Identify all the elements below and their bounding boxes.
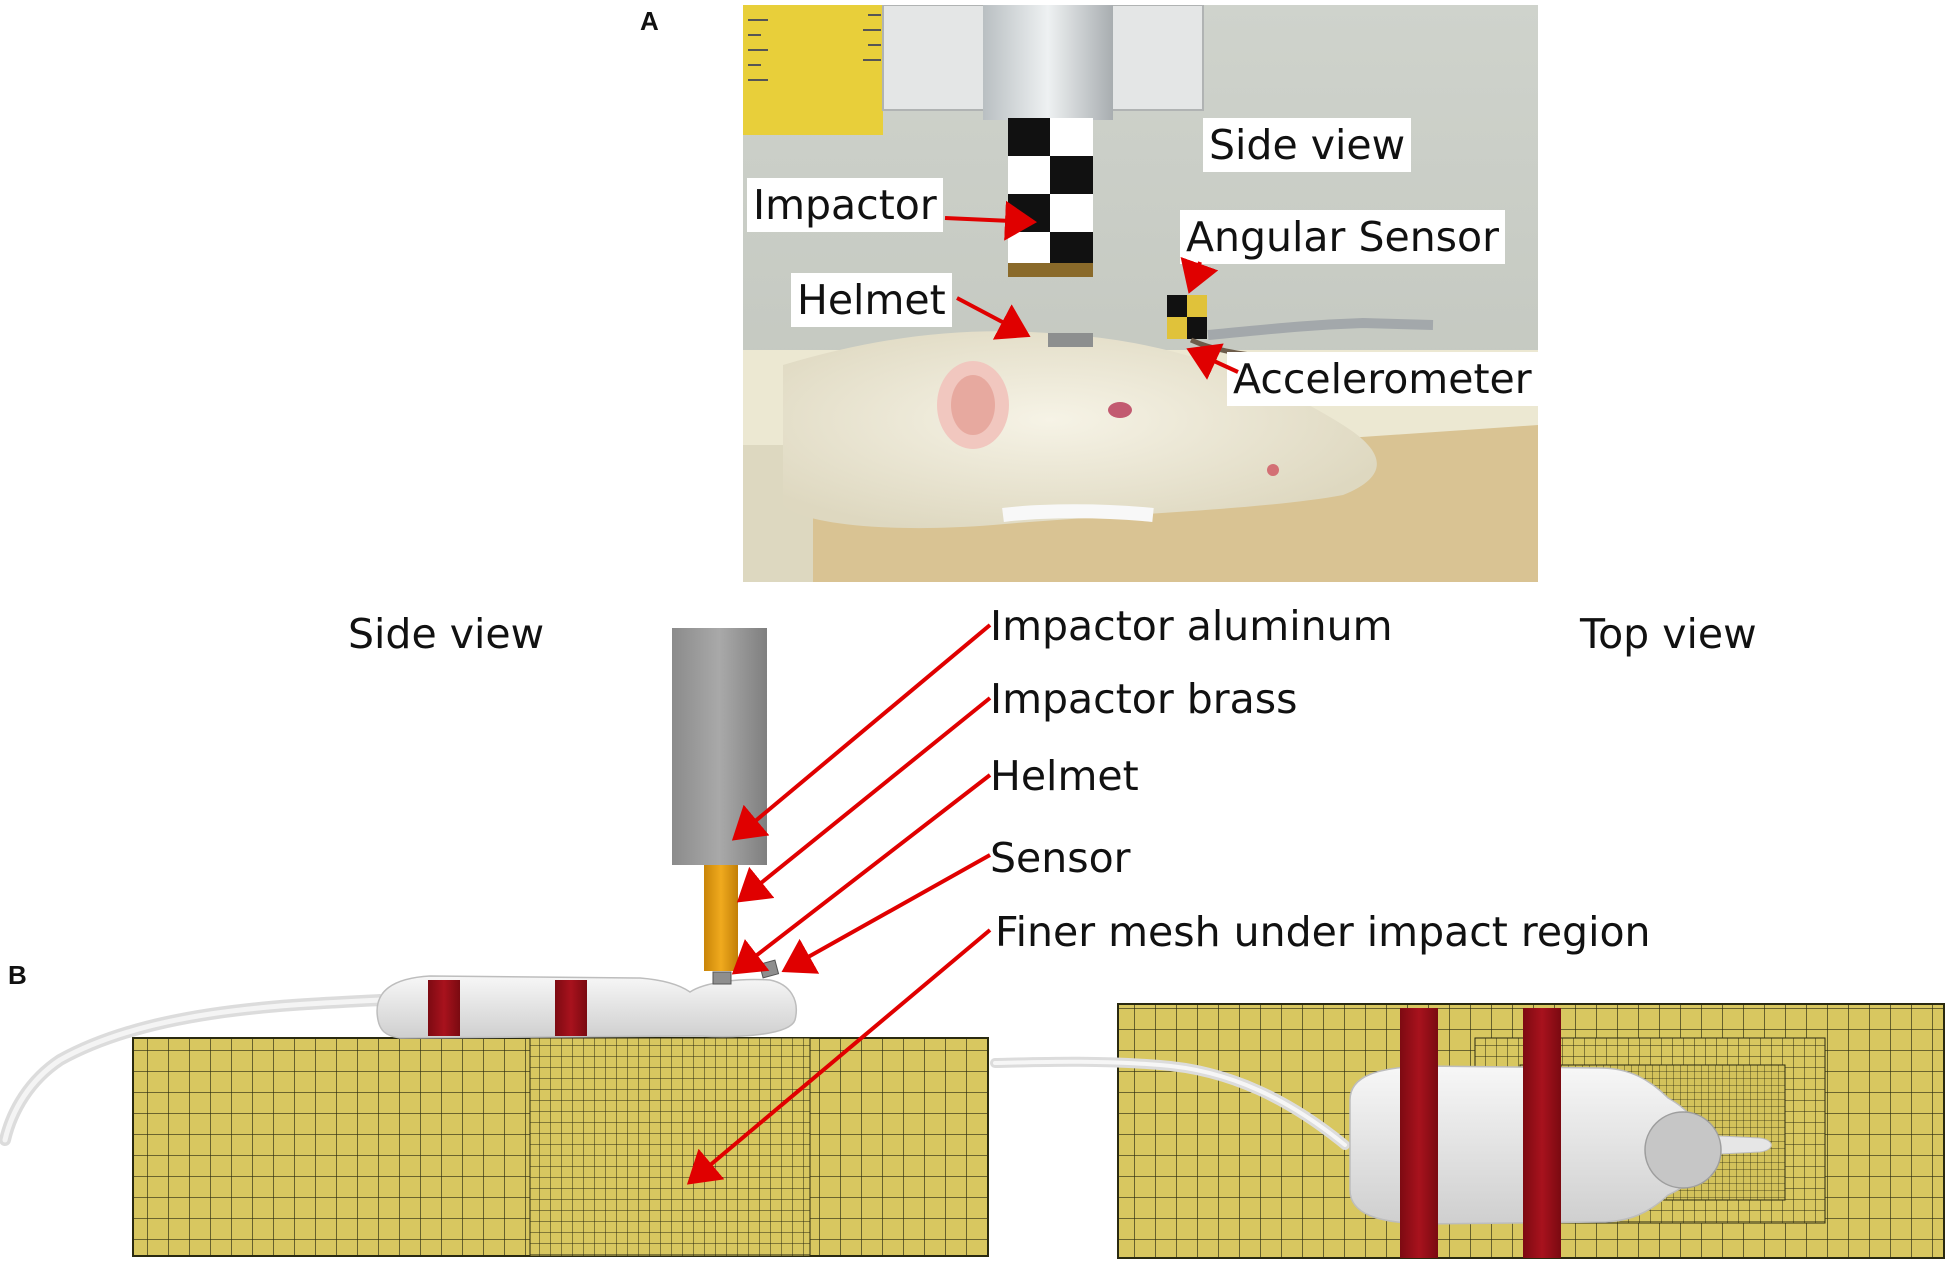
panel-a-letter: A <box>640 6 659 36</box>
side-sensor <box>758 959 780 979</box>
side-view-title: Side view <box>348 610 545 658</box>
angular-sensor-shape <box>1167 295 1207 339</box>
helmet-label: Helmet <box>990 752 1139 800</box>
ruler-shape <box>743 5 883 135</box>
angular-sensor-label: Angular Sensor <box>1180 210 1505 264</box>
top-rat-body <box>1349 1008 1772 1258</box>
top-view-title: Top view <box>1580 610 1757 658</box>
sensor-label: Sensor <box>990 834 1131 882</box>
arrow-helmet <box>731 773 992 975</box>
impactor-aluminum-label: Impactor aluminum <box>990 602 1393 650</box>
side-helmet <box>712 971 732 985</box>
side-mesh-block <box>132 1037 989 1257</box>
accelerometer-label: Accelerometer <box>1227 352 1538 406</box>
helmet-shape <box>1048 333 1093 347</box>
arrow-photo-angular-sensor <box>1180 256 1219 294</box>
photo-helmet-label: Helmet <box>791 273 952 327</box>
arrow-impactor-aluminum <box>731 623 992 841</box>
arrow-photo-impactor <box>944 200 1037 241</box>
photo-side-view-label: Side view <box>1203 118 1412 172</box>
arrow-sensor <box>781 853 991 974</box>
side-impactor-aluminum <box>672 628 767 865</box>
arrow-finer-mesh <box>686 928 992 1185</box>
callout-arrows <box>686 200 1239 1185</box>
side-rat-body <box>376 975 797 1039</box>
impactor-checker-shape <box>1008 118 1093 277</box>
arrow-photo-accelerometer <box>1186 343 1239 380</box>
arrow-impactor-brass <box>736 696 992 903</box>
panel-b-letter: B <box>8 960 27 990</box>
side-impactor-brass <box>704 865 738 971</box>
finer-mesh-label: Finer mesh under impact region <box>995 908 1651 956</box>
impactor-label: Impactor <box>747 178 943 232</box>
impactor-brass-label: Impactor brass <box>990 675 1298 723</box>
arrow-photo-helmet <box>956 296 1031 340</box>
